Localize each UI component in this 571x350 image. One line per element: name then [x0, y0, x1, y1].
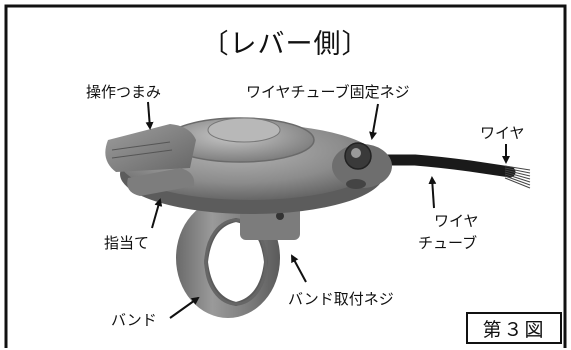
- figure-number-box: 第３図: [466, 312, 562, 344]
- callout-arrows: [145, 101, 510, 319]
- band-illustration: [176, 198, 300, 318]
- arrow-wire-tube-screw: [369, 103, 379, 140]
- figure-number: 第３図: [482, 318, 546, 341]
- label-wire-tube-line2: チューブ: [418, 234, 478, 252]
- arrow-wire-tube: [428, 176, 437, 209]
- finger-rest: [127, 168, 195, 196]
- wire-tube: [366, 154, 516, 178]
- operation-knob: [105, 124, 196, 172]
- arrow-operation-knob: [145, 101, 154, 130]
- label-band: バンド: [111, 311, 157, 329]
- label-finger-rest: 指当て: [104, 234, 150, 252]
- wire-strands: [504, 165, 531, 189]
- label-operation-knob: 操作つまみ: [86, 83, 162, 101]
- label-band-fixing-screw: バンド取付ネジ: [288, 290, 394, 308]
- band-screw: [276, 212, 284, 220]
- lever-body-illustration: [105, 117, 392, 214]
- label-wire: ワイヤ: [480, 124, 525, 142]
- label-wire-tube-line1: ワイヤ: [434, 212, 479, 230]
- arrow-band: [169, 296, 200, 319]
- arrow-finger-rest: [151, 198, 163, 229]
- label-wire-tube-fixing-screw: ワイヤチューブ固定ネジ: [246, 83, 410, 101]
- frame-border: [4, 4, 567, 348]
- arrow-band-screw: [291, 254, 307, 283]
- figure-title: 〔レバー側〕: [201, 29, 370, 60]
